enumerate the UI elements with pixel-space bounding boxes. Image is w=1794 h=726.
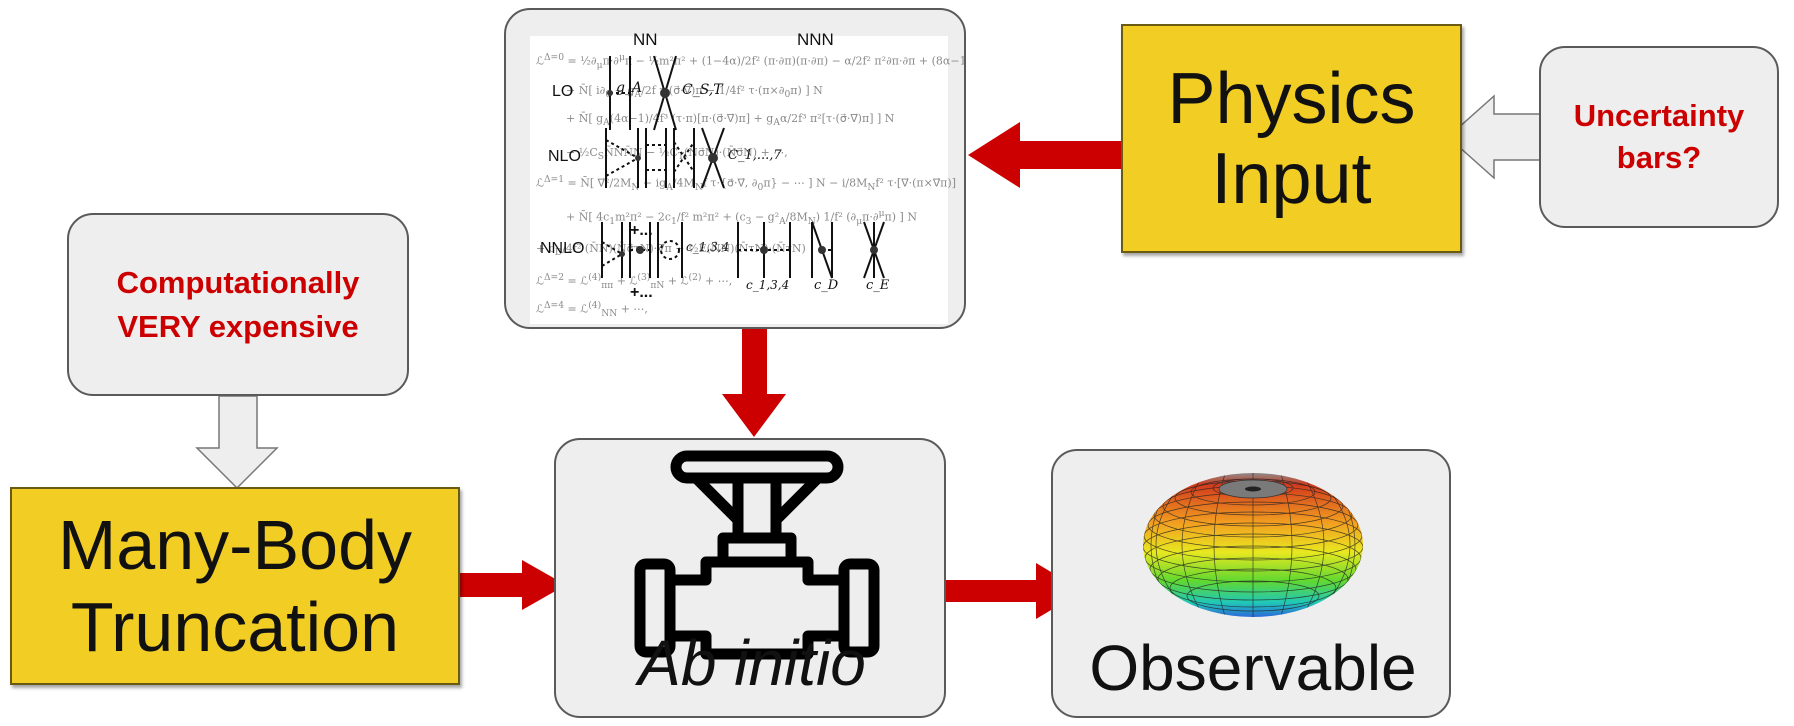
- eft-column-label-nn: NN: [633, 30, 658, 49]
- uncertainty-line2: bars?: [1616, 140, 1702, 175]
- arrow-physics-to-eft: [968, 122, 1122, 188]
- lagrangian-text: ℒΔ=2 = ℒ(4)ππ + ℒ(3)πN + ℒ(2) + ⋯,: [536, 272, 733, 291]
- eft-order-lo: LO: [552, 83, 574, 100]
- computational-cost-box: Computationally VERY expensive: [67, 213, 409, 396]
- lagrangian-text: ℒΔ=0 = ½∂μπ·∂μπ − ½m²π² + (1−4α)/2f² (π·…: [536, 52, 966, 71]
- eft-ellipsis-nnlo: +...: [630, 222, 653, 239]
- computational-line2: VERY expensive: [117, 308, 359, 344]
- lagrangian-text: + N̄[ gA(4α−1)/4f³ (τ·π)[π·(σ⃗·∇⃗)π] + g…: [566, 112, 895, 129]
- eft-ellipsis-bottom: +...: [630, 284, 653, 301]
- uncertainty-box: Uncertainty bars?: [1539, 46, 1779, 228]
- eft-order-nnlo: NNLO: [540, 240, 585, 257]
- coupling-cd: c_D: [814, 278, 839, 293]
- coupling-c134-a: c_1,3,4: [686, 240, 730, 254]
- ab-initio-label: Ab initio: [638, 627, 866, 699]
- eft-order-nlo: NLO: [548, 148, 581, 165]
- eft-hierarchy-panel: ℒΔ=0 = ½∂μπ·∂μπ − ½m²π² + (1−4α)/2f² (π·…: [504, 8, 966, 329]
- ab-initio-box: Ab initio: [554, 438, 946, 718]
- coupling-c134-b: c_1,3,4: [746, 278, 790, 292]
- valve-icon: [634, 450, 880, 660]
- arrow-eft-to-abinitio: [722, 326, 786, 437]
- arrow-computational-to-manybody: [195, 395, 279, 490]
- observable-label: Observable: [1089, 632, 1417, 704]
- arrow-manybody-to-abinitio: [458, 560, 566, 610]
- lagrangian-text: + N̄[ i∂0 − gA/2f τ·(σ⃗·∇⃗)π − 1/4f² τ·(…: [566, 84, 823, 101]
- many-body-box: Many-Body Truncation: [10, 487, 460, 685]
- many-body-line1: Many-Body: [57, 506, 413, 584]
- physics-input-line1: Physics: [1167, 58, 1416, 139]
- physics-input-line2: Input: [1211, 138, 1372, 219]
- coupling-ce: c_E: [866, 278, 890, 293]
- lagrangian-text: ℒΔ=4 = ℒ(4)NN + ⋯,: [536, 300, 648, 319]
- computational-line1: Computationally: [116, 264, 360, 300]
- arrow-abinitio-to-observable: [944, 563, 1083, 619]
- uncertainty-line1: Uncertainty: [1573, 98, 1745, 133]
- physics-input-box: Physics Input: [1121, 24, 1462, 253]
- lagrangian-text: ℒΔ=1 = N̄[ ∇⃗²/2MN − igA/4MNf τ·{σ⃗·∇⃗, …: [536, 174, 956, 193]
- many-body-line2: Truncation: [70, 588, 400, 666]
- lagrangian-text: + N̄[ 4c1m²π² − 2c1/f² m²π² + (c3 − g²A/…: [566, 208, 917, 227]
- coupling-ga: g_A: [616, 80, 643, 96]
- eft-column-label-nnn: NNN: [797, 30, 834, 49]
- arrow-uncertainty-to-physics: [1446, 94, 1541, 180]
- feynman-diagrams: [601, 55, 885, 279]
- observable-box: Observable: [1051, 449, 1451, 718]
- deformed-nucleus-icon: [1143, 473, 1363, 617]
- coupling-cst: C_S,T: [682, 82, 723, 98]
- coupling-c17: C_1,...,7: [728, 148, 782, 163]
